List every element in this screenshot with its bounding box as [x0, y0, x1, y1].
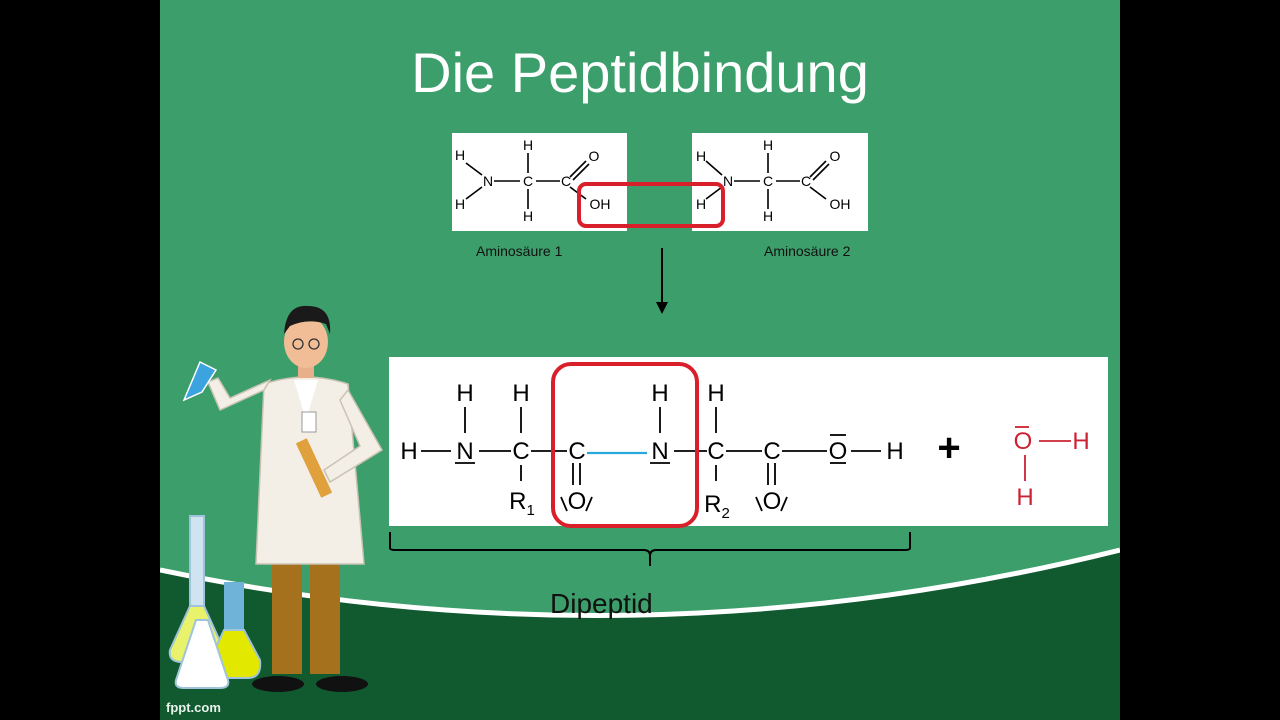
dp-h-n2: H — [651, 380, 668, 407]
amino-acid-1-caption: Aminosäure 1 — [476, 243, 563, 259]
water-h-right: H — [1072, 428, 1089, 455]
amino-acid-2-caption: Aminosäure 2 — [764, 243, 851, 259]
dp-r2: R2 — [704, 491, 730, 522]
dp-h-c3: H — [707, 380, 724, 407]
aa1-h-left-top: H — [455, 147, 465, 163]
amino-acid-1-panel: H N H H C H C O OH — [452, 133, 627, 231]
aa1-h-top: H — [523, 137, 533, 153]
dp-c1: C — [512, 438, 529, 465]
aa2-h-top: H — [763, 137, 773, 153]
aa2-o-double: O — [830, 148, 841, 164]
aa1-n: N — [483, 173, 493, 189]
dp-h-right: H — [886, 438, 903, 465]
dp-h-left: H — [400, 438, 417, 465]
slide-title: Die Peptidbindung — [411, 41, 869, 104]
plus-sign: + — [937, 426, 960, 470]
dp-o-h: O — [829, 438, 848, 465]
dipeptide-panel: H N H C H R1 C O N H C H R2 C O O H + — [389, 357, 1108, 526]
aa1-h-left-bottom: H — [455, 196, 465, 212]
dp-o4: O — [763, 488, 782, 515]
aa2-oh: OH — [830, 196, 851, 212]
dp-h-c1: H — [512, 380, 529, 407]
aa1-o-double: O — [589, 148, 600, 164]
dp-c3: C — [707, 438, 724, 465]
aa2-c-alpha: C — [763, 173, 773, 189]
watermark: fppt.com — [166, 700, 221, 715]
aa2-c-carboxyl: C — [801, 173, 811, 189]
flask-icon — [168, 515, 262, 689]
dp-h-n1: H — [456, 380, 473, 407]
water-bonds — [1015, 426, 1071, 481]
dp-c4: C — [763, 438, 780, 465]
amino-acid-2-structure: H N H H C H C O OH — [696, 137, 851, 224]
aa2-h-left-bottom: H — [696, 196, 706, 212]
aa1-h-bottom: H — [523, 208, 533, 224]
dp-n2: N — [651, 438, 668, 465]
dp-r1: R1 — [509, 488, 535, 519]
aa2-n: N — [723, 173, 733, 189]
dipeptide-structure: H N H C H R1 C O N H C H R2 C O O H + — [400, 380, 1089, 522]
aa1-c-alpha: C — [523, 173, 533, 189]
amino-acid-2-panel: H N H H C H C O OH — [692, 133, 868, 231]
water-h-bottom: H — [1016, 484, 1033, 511]
slide: Die Peptidbindung H N H H C H — [160, 0, 1120, 720]
dp-o2: O — [568, 488, 587, 515]
aa1-c-carboxyl: C — [561, 173, 571, 189]
dipeptide-caption: Dipeptid — [550, 588, 653, 619]
dp-c2: C — [568, 438, 585, 465]
water-o: O — [1014, 428, 1033, 455]
scientist-illustration — [168, 305, 384, 692]
amino-acid-1-structure: H N H H C H C O OH — [455, 137, 611, 224]
aa2-h-left-top: H — [696, 148, 706, 164]
aa2-h-bottom: H — [763, 208, 773, 224]
aa1-oh: OH — [590, 196, 611, 212]
dp-n1: N — [456, 438, 473, 465]
